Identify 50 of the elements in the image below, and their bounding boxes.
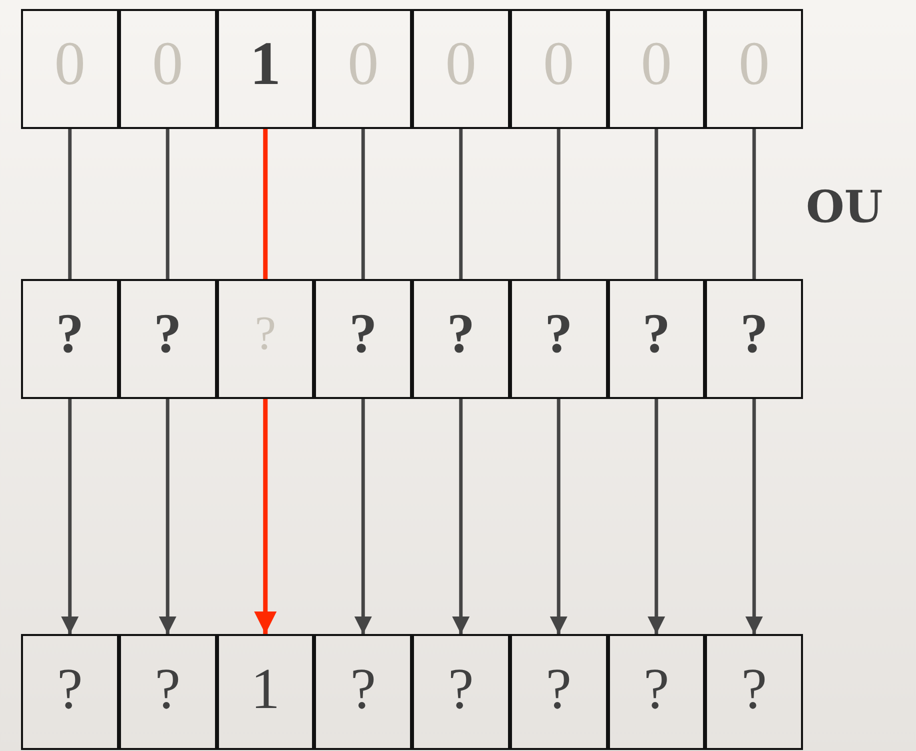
bit-cell: [412, 9, 510, 129]
bit-value: ?: [56, 306, 84, 362]
bit-cell: [21, 9, 119, 129]
bit-cell: [608, 9, 706, 129]
bit-cell: [510, 279, 608, 399]
bit-value: 1: [250, 33, 281, 95]
bit-cell: [510, 634, 608, 750]
bit-cell: [216, 634, 314, 750]
bit-cell: [216, 279, 314, 399]
bit-cell: [314, 279, 412, 399]
bit-value: ?: [154, 660, 180, 718]
operator-label: OU: [806, 182, 883, 233]
bit-value: ?: [254, 310, 276, 358]
arrow: [452, 399, 470, 634]
bit-cell: [118, 634, 216, 750]
arrow: [254, 399, 277, 634]
arrow: [61, 399, 79, 634]
bit-cell: [608, 279, 706, 399]
bit-value: ?: [546, 660, 572, 718]
arrow: [745, 399, 763, 634]
bit-value: ?: [350, 660, 376, 718]
bit-cell: [118, 279, 216, 399]
bit-value: ?: [544, 306, 573, 362]
bit-cell: [21, 279, 119, 399]
arrow: [354, 399, 372, 634]
bit-value: ?: [446, 306, 475, 362]
bit-value: ?: [740, 306, 768, 362]
arrow: [158, 399, 176, 634]
bit-value: ?: [448, 660, 474, 718]
bit-cell: [412, 279, 510, 399]
bit-value: ?: [644, 660, 670, 718]
bit-value: ?: [57, 660, 83, 718]
bit-cell: [608, 634, 706, 750]
bit-value: ?: [154, 306, 182, 362]
bit-cell: [705, 634, 803, 750]
bit-cell: [705, 9, 803, 129]
bit-cell: [314, 9, 412, 129]
bit-cell: [216, 9, 314, 129]
bit-value: ?: [349, 306, 378, 362]
bit-cell: [510, 9, 608, 129]
bit-value: ?: [741, 660, 767, 718]
bit-cell: [314, 634, 412, 750]
bit-cell: [21, 634, 119, 750]
arrow: [648, 399, 666, 634]
arrow: [550, 399, 568, 634]
bit-cell: [412, 634, 510, 750]
bit-value: ?: [642, 306, 670, 362]
bit-cell: [118, 9, 216, 129]
bit-cell: [705, 279, 803, 399]
bit-value: 1: [250, 660, 280, 718]
